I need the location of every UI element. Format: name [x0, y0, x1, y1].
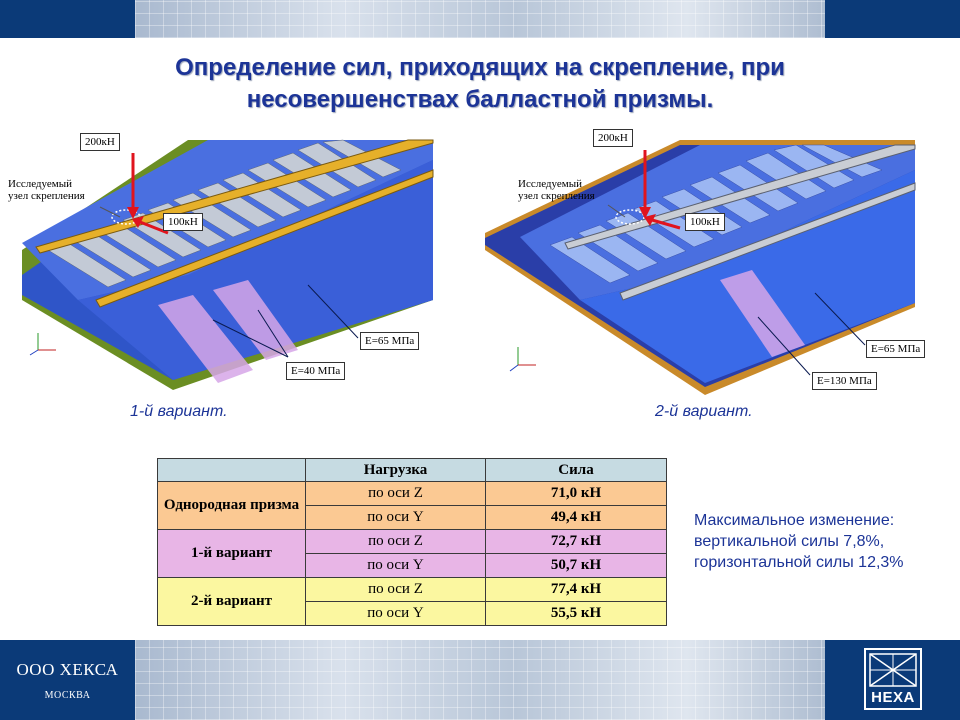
table-row: по оси Y 49,4 кН [158, 505, 667, 530]
results-table: Нагрузка Сила Однородная призма по оси Z… [157, 458, 667, 626]
load-cell: по оси Z [305, 481, 486, 506]
title-line-2: несовершенствах балластной призмы. [246, 86, 714, 113]
table-row: по оси Y 55,5 кН [158, 601, 667, 626]
figure-variant-2: 200кН 100кН Исследуемый узел скрепления … [480, 125, 940, 400]
header-force: Сила [485, 458, 667, 482]
top-mesh-image [135, 0, 825, 38]
summary-line-1: Максимальное изменение: [694, 512, 895, 529]
load-cell: по оси Z [305, 577, 486, 602]
title-line-1: Определение сил, приходящих на скреплени… [175, 54, 785, 81]
caption-variant-2: 2-й вариант. [655, 403, 753, 420]
table-row: по оси Y 50,7 кН [158, 553, 667, 578]
figure-variant-1: 200кН 100кН Исследуемый узел скрепления … [8, 125, 440, 395]
bottom-banner [0, 640, 960, 720]
table-header-row: Нагрузка Сила [157, 458, 667, 482]
force-cell: 55,5 кН [485, 601, 667, 626]
hexa-logo-icon [869, 653, 917, 687]
caption-variant-1: 1-й вариант. [130, 403, 228, 420]
summary-text: Максимальное изменение: вертикальной сил… [694, 510, 954, 573]
summary-line-2: вертикальной силы 7,8%, [694, 533, 885, 550]
node-label-line-1: Исследуемый [8, 178, 73, 190]
company-city: МОСКВА [44, 690, 91, 701]
table-row: 1-й вариант по оси Z 72,7 кН [157, 529, 667, 578]
track-model-1-image [22, 139, 434, 390]
load-cell: по оси Y [305, 553, 486, 578]
load-vertical-label: 200кН [593, 129, 633, 147]
company-block: ООО ХЕКСА МОСКВА [0, 652, 135, 701]
hexa-logo: HEXA [864, 648, 922, 710]
table-row: Однородная призма по оси Z 71,0 кН [157, 481, 667, 530]
modulus-strip-label: E=40 МПа [286, 362, 346, 380]
load-vertical-label: 200кН [80, 133, 120, 151]
load-horizontal-label: 100кН [163, 213, 203, 231]
logo-text: HEXA [871, 689, 915, 706]
node-label-line-1: Исследуемый [518, 178, 583, 190]
force-cell: 50,7 кН [485, 553, 667, 578]
top-banner [0, 0, 960, 38]
summary-line-3: горизонтальной силы 12,3% [694, 554, 904, 571]
load-cell: по оси Z [305, 529, 486, 554]
header-empty [157, 458, 306, 482]
modulus-main-label: E=65 МПа [360, 332, 420, 350]
company-name: ООО ХЕКСА [16, 660, 119, 679]
group-label: 1-й вариант [157, 529, 306, 578]
node-label: Исследуемый узел скрепления [518, 178, 595, 202]
force-cell: 77,4 кН [485, 577, 667, 602]
node-label: Исследуемый узел скрепления [8, 178, 85, 202]
force-cell: 71,0 кН [485, 481, 667, 506]
force-cell: 72,7 кН [485, 529, 667, 554]
bottom-mesh-image [135, 640, 825, 720]
group-label: 2-й вариант [157, 577, 306, 626]
load-cell: по оси Y [305, 505, 486, 530]
load-horizontal-label: 100кН [685, 213, 725, 231]
slide-title: Определение сил, приходящих на скреплени… [100, 52, 860, 116]
track-model-2-image [485, 140, 916, 395]
modulus-main-label: E=65 МПа [866, 340, 926, 358]
load-cell: по оси Y [305, 601, 486, 626]
force-cell: 49,4 кН [485, 505, 667, 530]
node-label-line-2: узел скрепления [8, 190, 85, 202]
header-load: Нагрузка [305, 458, 486, 482]
modulus-strip-label: E=130 МПа [812, 372, 877, 390]
group-label: Однородная призма [157, 481, 306, 530]
table-row: 2-й вариант по оси Z 77,4 кН [157, 577, 667, 626]
node-label-line-2: узел скрепления [518, 190, 595, 202]
